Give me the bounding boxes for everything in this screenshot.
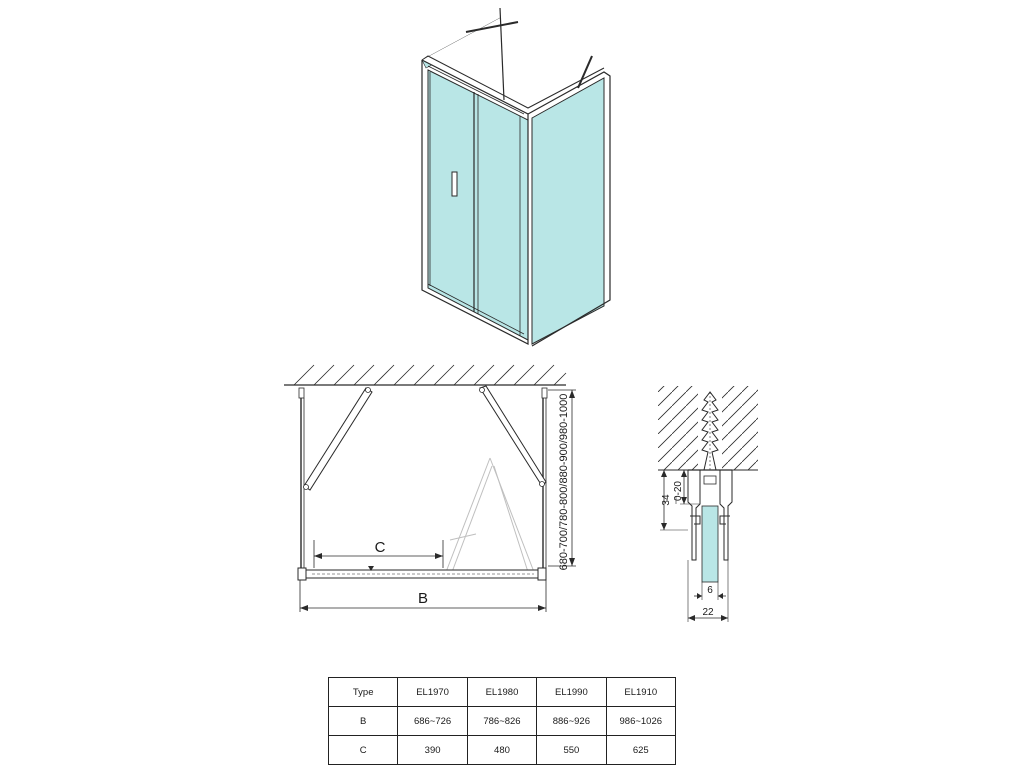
table-cell: Type	[327, 677, 399, 707]
spec-table: Type EL1970 EL1980 EL1990 EL1910 B 686~7…	[327, 677, 677, 765]
isometric-enclosure	[421, 7, 611, 347]
table-cell: 625	[605, 735, 677, 765]
wall-hatch	[293, 364, 567, 386]
plan-view: C B 680-700/780-800/880-900/980-1000	[284, 364, 576, 612]
table-cell: 550	[536, 735, 607, 765]
table-cell: EL1910	[605, 677, 677, 707]
table-cell: 786~826	[466, 706, 538, 736]
dim-0-20-label: 0-20	[673, 481, 684, 501]
table-row: C 390 480 550 625	[327, 735, 677, 765]
side-panel-glass	[531, 77, 605, 345]
table-cell: C	[327, 735, 399, 765]
stabilizer-bar-left	[465, 21, 519, 33]
stabilizer-bar-right	[577, 55, 593, 89]
table-cell: EL1980	[466, 677, 538, 707]
table-row: B 686~726 786~826 886~926 986~1026	[327, 706, 677, 736]
table-cell: EL1970	[397, 677, 468, 707]
table-cell: EL1990	[536, 677, 607, 707]
door-handle	[451, 171, 458, 197]
dim-b-label: B	[418, 590, 428, 607]
table-cell: 686~726	[397, 706, 468, 736]
table-cell: 986~1026	[605, 706, 677, 736]
table-cell: 886~926	[536, 706, 607, 736]
table-header-row: Type EL1970 EL1980 EL1990 EL1910	[327, 677, 677, 707]
table-cell: B	[327, 706, 399, 736]
dim-depth-label: 680-700/780-800/880-900/980-1000	[558, 394, 570, 571]
top-rail	[422, 18, 604, 110]
dim-c-label: C	[375, 539, 386, 556]
dim-6-label: 6	[707, 585, 713, 596]
profile-glass	[701, 505, 719, 583]
table-cell: 390	[397, 735, 468, 765]
dim-22-label: 22	[702, 607, 714, 618]
table-cell: 480	[466, 735, 538, 765]
dim-34-label: 34	[661, 494, 672, 506]
profile-detail: 34 0-20 6 22	[658, 386, 758, 622]
